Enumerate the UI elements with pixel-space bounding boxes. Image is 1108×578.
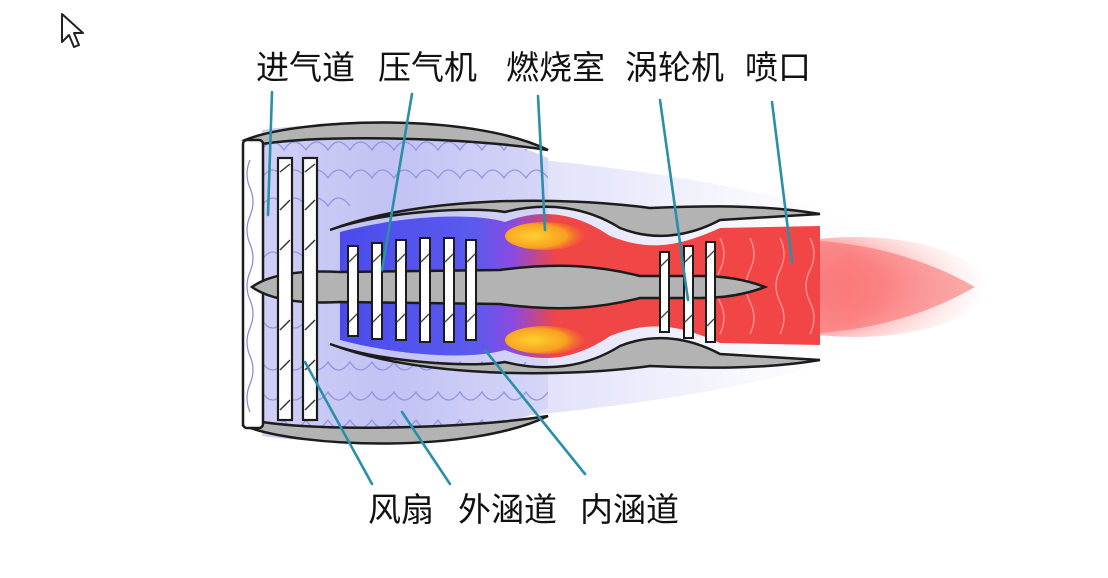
label-turbine: 涡轮机 — [625, 48, 724, 87]
inlet — [246, 159, 254, 413]
label-nozzle: 喷口 — [745, 48, 811, 87]
compressor-blade-hatching — [348, 253, 476, 323]
label-compressor: 压气机 — [378, 48, 477, 87]
nacelle-casing — [240, 121, 549, 445]
label-intake: 进气道 — [256, 48, 355, 87]
fan-blades — [276, 156, 319, 422]
compressor-blades — [347, 237, 477, 343]
leader-fan — [303, 360, 374, 486]
label-core-duct: 内涵道 — [580, 490, 679, 529]
leader-intake — [266, 90, 274, 217]
turbine-blade-hatching — [660, 250, 715, 327]
leader-nozzle — [770, 100, 794, 264]
leader-core — [483, 348, 587, 476]
leader-combustor — [536, 94, 547, 232]
turbine-blades — [659, 241, 716, 343]
label-fan: 风扇 — [368, 490, 434, 529]
leader-compressor — [380, 92, 414, 272]
flame-lower — [505, 326, 585, 354]
leader-turbine — [658, 98, 690, 302]
flame-upper — [505, 222, 585, 250]
leader-bypass — [400, 410, 452, 486]
pointer-arrow-icon — [61, 13, 84, 48]
label-combustor: 燃烧室 — [506, 48, 605, 87]
leader-lines — [266, 90, 794, 486]
label-bypass-duct: 外涵道 — [458, 490, 557, 529]
